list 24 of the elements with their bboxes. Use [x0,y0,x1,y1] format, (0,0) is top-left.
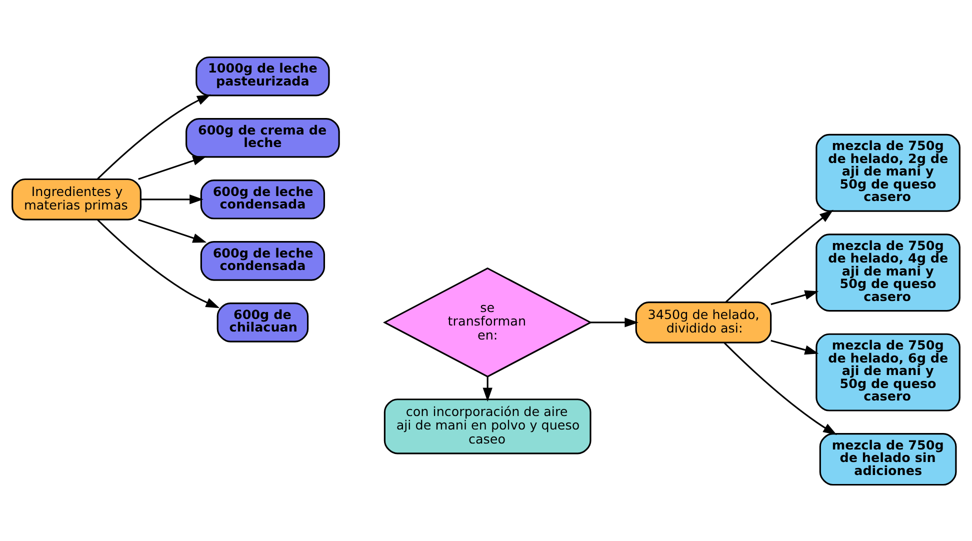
node-box: 600g de chilacuan [216,302,309,342]
node-box: con incorporación de aire aji de mani en polvo y queso caseo [384,398,592,454]
arrow [140,194,204,204]
node-box: mezcla de 750g de helado, 2g de aji de mani y 50g de queso casero [816,133,960,212]
arrow [482,376,492,402]
arrow [138,156,207,180]
arrow [590,317,638,327]
node-box: 600g de leche condensada [200,240,326,280]
arrow [724,342,837,434]
node-box: mezcla de 750g de helado, 4g de aji de mani y 50g de queso casero [816,233,960,312]
arrow [97,218,220,308]
node-box: 600g de leche condensada [200,179,326,219]
node-box: 1000g de leche pasteurizada [196,56,330,96]
node-box: mezcla de 750g de helado, 6g de aji de mani y 50g de queso casero [816,332,960,411]
node-box: 3450g de helado, dividido asi: [635,301,772,343]
node-diamond: se transforman en: [382,266,592,377]
node-box: Ingredientes y materias primas [12,178,142,220]
arrow [138,218,207,242]
arrow [770,339,819,354]
arrow [770,290,819,305]
node-box: 600g de crema de leche [186,117,340,158]
arrow [97,94,211,179]
arrow [725,209,834,302]
node-box: mezcla de 750g de helado sin adiciones [819,432,957,486]
